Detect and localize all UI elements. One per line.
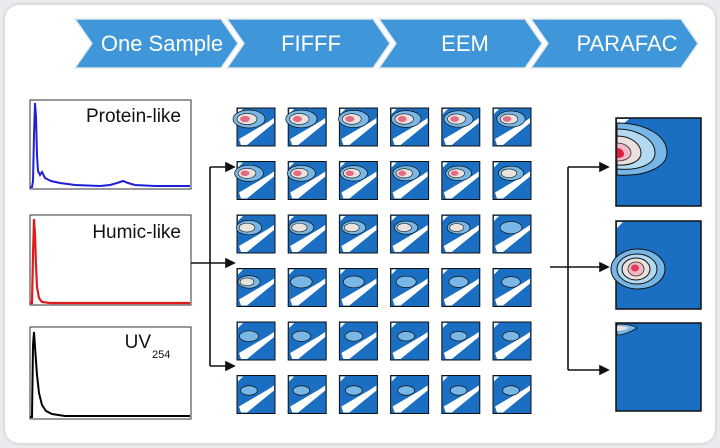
eem-thumbnail: [338, 161, 378, 200]
eem-thumbnail: [338, 214, 378, 254]
eem-thumbnail: [441, 321, 481, 361]
trace-panel-frame: [29, 214, 192, 306]
eem-thumbnail: [492, 161, 532, 200]
parafac-component-1: [615, 117, 702, 207]
step-parafac: PARAFAC: [529, 18, 699, 69]
trace-uv254-line: [30, 331, 190, 418]
eem-thumbnail: [492, 375, 532, 414]
eem-thumbnail: [492, 321, 532, 361]
eem-thumbnail: [441, 214, 481, 254]
step-parafac-label: PARAFAC: [576, 31, 677, 56]
eem-thumbnail: [390, 268, 430, 307]
fractogram-traces: Protein-like Humic-like UV 254: [29, 99, 192, 420]
eem-thumbnail: [441, 375, 481, 414]
trace-humic-like: Humic-like: [29, 214, 192, 306]
step-one-sample-label: One Sample: [101, 31, 223, 56]
trace-panel-frame: [29, 99, 192, 190]
eem-thumbnail: [338, 375, 378, 414]
step-eem: EEM: [377, 18, 543, 69]
eem-thumbnail: [390, 107, 430, 147]
eem-thumbnail: [287, 321, 327, 361]
eem-thumbnail: [390, 375, 430, 414]
eem-thumbnail: [441, 161, 481, 200]
eem-thumbnail: [234, 161, 276, 200]
eem-thumbnail: [338, 268, 378, 307]
eem-thumbnail: [236, 268, 276, 307]
parafac-component-2: [610, 220, 702, 310]
eem-thumbnail: [492, 268, 532, 307]
eem-to-parafac-arrows: [550, 161, 610, 376]
fifff-to-eem-arrows: [191, 161, 236, 372]
trace-humic-like-line: [30, 218, 190, 305]
eem-thumbnail: [441, 268, 481, 307]
eem-thumbnail: [441, 107, 481, 147]
trace-protein-like-label: Protein-like: [86, 106, 181, 127]
eem-thumbnail: [492, 107, 532, 147]
eem-grid: [232, 107, 532, 414]
eem-thumbnail: [287, 375, 327, 414]
workflow-diagram: One Sample FIFFF EEM PARAFAC Protein-lik…: [29, 18, 702, 420]
eem-thumbnail: [390, 321, 430, 361]
step-fifff-label: FIFFF: [281, 31, 341, 56]
eem-thumbnail: [236, 321, 276, 361]
trace-uv254: UV 254: [29, 326, 192, 420]
parafac-components: [610, 117, 702, 412]
step-eem-label: EEM: [441, 31, 489, 56]
eem-thumbnail: [235, 214, 276, 254]
eem-thumbnail: [285, 107, 327, 147]
eem-thumbnail: [287, 161, 327, 200]
eem-thumbnail: [338, 321, 378, 361]
trace-uv254-subscript: 254: [152, 349, 170, 361]
trace-protein-like: Protein-like: [29, 99, 192, 190]
trace-humic-like-label: Humic-like: [92, 222, 181, 243]
eem-thumbnail: [338, 107, 378, 147]
step-one-sample: One Sample: [73, 18, 239, 69]
eem-thumbnail: [232, 107, 276, 147]
eem-thumbnail: [287, 214, 327, 254]
eem-thumbnail: [390, 161, 430, 200]
trace-panel-frame: [29, 326, 192, 420]
eem-thumbnail: [236, 375, 276, 414]
eem-thumbnail: [390, 214, 430, 254]
workflow-card: One Sample FIFFF EEM PARAFAC Protein-lik…: [5, 5, 715, 443]
eem-thumbnail: [492, 214, 532, 254]
trace-protein-like-line: [30, 102, 190, 188]
parafac-component-3: [615, 322, 702, 412]
eem-thumbnail: [287, 268, 327, 307]
trace-uv254-label: UV: [125, 332, 152, 353]
step-fifff: FIFFF: [225, 18, 391, 69]
workflow-steps: One Sample FIFFF EEM PARAFAC: [73, 18, 699, 69]
